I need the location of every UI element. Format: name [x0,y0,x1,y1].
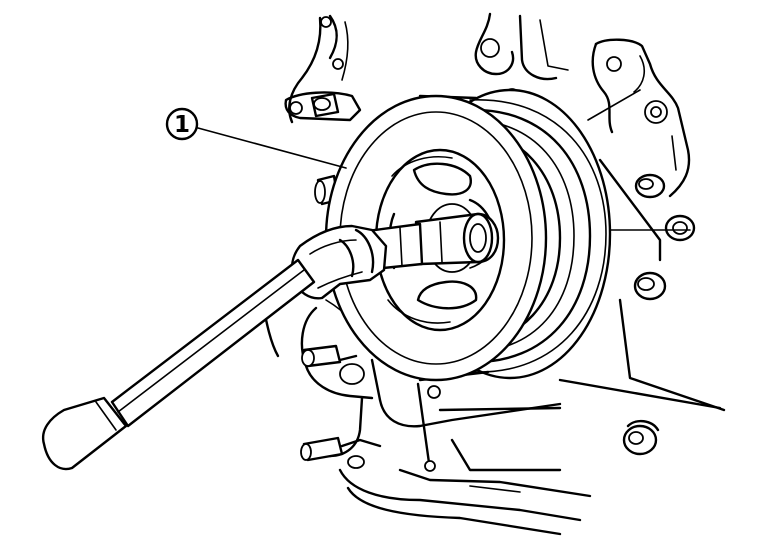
stud-bolt-head [313,97,331,111]
bolt-hole [606,56,622,72]
bracket-boss-hole [650,106,662,118]
callout-number: 1 [174,112,190,138]
wrench-grip [41,396,128,471]
pulley-window [416,280,478,310]
callout-1: 1 [165,107,347,169]
bolt-hole [289,101,303,115]
small-boss-hole [628,431,644,445]
bolt-hole [424,460,436,472]
bolt-hole [332,58,344,70]
bolt-hole [427,385,441,399]
pulley-window [412,162,472,196]
callout-circle [165,107,199,141]
bolt-boss [480,38,500,58]
bolt-head [314,180,326,204]
pipe-fitting-end [300,443,312,461]
bolt-head-center [637,277,655,291]
engine-block [260,12,726,536]
bolt-head-center [638,178,654,190]
stud-bolt-tip [301,349,315,367]
small-boss [347,455,365,469]
dowel-pin-hole [672,221,688,235]
socket-wrench [41,212,500,471]
socket-bore [469,223,487,253]
idler-boss [339,363,365,385]
bolt-hole [320,16,332,28]
leader-line [197,127,347,169]
